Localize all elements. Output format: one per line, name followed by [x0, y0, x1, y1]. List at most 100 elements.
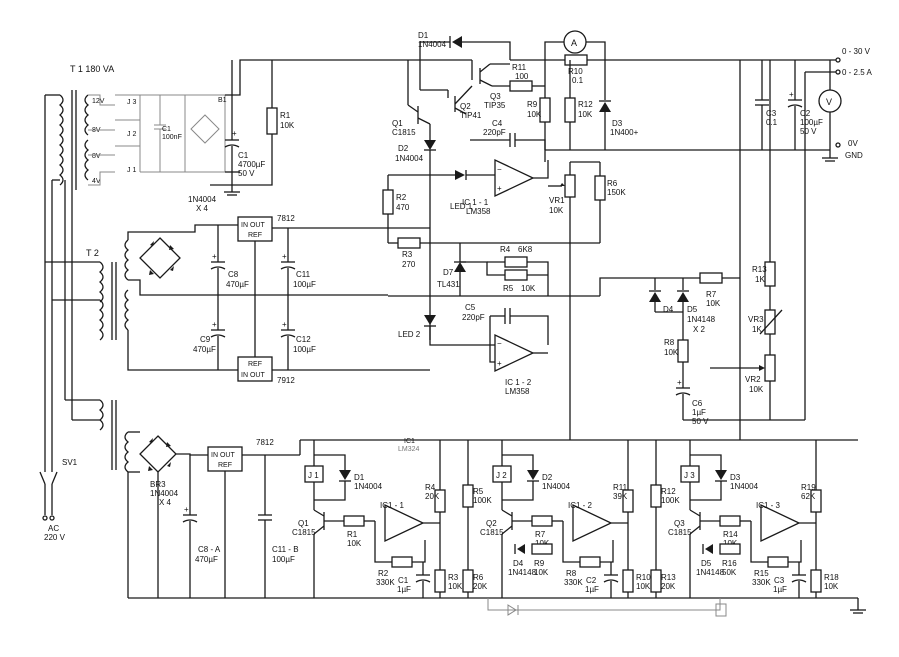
r6-label: R6 [607, 179, 618, 188]
tap-12v: 12V [92, 98, 105, 105]
c11b-value: 100µF [272, 555, 295, 564]
relay-diode-label: D2 [542, 473, 553, 482]
divider-resistor-c-label: R10 [636, 573, 651, 582]
r4-value: 6K8 [518, 245, 533, 254]
comparator [760, 503, 801, 543]
base-resistor-value: 10K [347, 539, 362, 548]
tap-8v-b: 8V [92, 153, 101, 160]
c11-label: C11 [296, 270, 311, 279]
divider-resistor-a-value: 62K [801, 492, 816, 501]
extra-diode-label: D4 [513, 559, 524, 568]
svg-text:−: − [497, 339, 502, 348]
q3-type: TIP35 [484, 101, 506, 110]
relay-diode-label: D1 [354, 473, 365, 482]
c1-main-label: C1 [238, 151, 249, 160]
q2-label: Q2 [460, 102, 471, 111]
feedback-resistor-value: 330K [564, 578, 583, 587]
r5-label: R5 [503, 284, 514, 293]
tap-4v: 4V [92, 178, 101, 185]
d2-type: 1N4004 [395, 154, 424, 163]
relay-label: J 3 [684, 471, 695, 480]
c3-label: C3 [766, 109, 777, 118]
bridge-diode-count: X 4 [196, 204, 209, 213]
c8-value: 470µF [226, 280, 249, 289]
divider-resistor-b-value: 100K [473, 496, 492, 505]
relay-ic-name: IC1 [404, 438, 415, 445]
divider-resistor-c-label: R18 [824, 573, 839, 582]
relay-contact-j2: J 2 [127, 131, 136, 138]
output-zero: 0V [848, 139, 858, 148]
divider-resistor-d [650, 569, 662, 593]
reg-top-ref: REF [248, 232, 262, 239]
svg-text:+: + [232, 129, 237, 138]
ic1-2-label: IC 1 - 2 [505, 378, 532, 387]
cap-label: C2 [586, 576, 597, 585]
ac-voltage: 220 V [44, 533, 66, 542]
svg-text:+: + [184, 505, 189, 514]
divider-resistor-b [650, 484, 662, 508]
base-resistor [343, 515, 365, 527]
c6-voltage: 50 V [692, 417, 709, 426]
switch-label: SV1 [62, 458, 78, 467]
c8a-label: C8 - A [198, 545, 221, 554]
reg-top-name: 7812 [277, 214, 295, 223]
feedback-resistor [391, 556, 413, 568]
relay-label: J 1 [308, 471, 319, 480]
output-voltage-range: 0 - 30 V [842, 47, 871, 56]
divider-resistor-d-label: R13 [661, 573, 676, 582]
r1-main-value: 10K [280, 121, 295, 130]
divider-resistor-a-label: R19 [801, 483, 816, 492]
bridge-b1-label: B1 [218, 97, 227, 104]
r3-label: R3 [402, 250, 413, 259]
relay-stage-2: J 2D21N4004Q2C1815R710KIC1 - 2R8330KC21µ… [480, 440, 680, 598]
svg-text:+: + [497, 184, 502, 193]
relay-board: BR3 1N4004 X 4 IN OUT REF 7812 IC1 LM324… [98, 399, 866, 617]
feedback-resistor-label: R15 [754, 569, 769, 578]
divider-resistor-b-label: R5 [473, 487, 484, 496]
c1-main-value: 4700µF [238, 160, 265, 169]
cap-value: 1µF [773, 585, 787, 594]
br3-type: 1N4004 [150, 489, 179, 498]
d3-type: 1N400+ [610, 128, 639, 137]
divider-resistor-c-label: R3 [448, 573, 459, 582]
r2-value: 470 [396, 203, 410, 212]
relay-transistor-type: C1815 [668, 528, 692, 537]
cap-value: 1µF [585, 585, 599, 594]
ammeter-symbol: A [571, 38, 577, 48]
relay-transistor-label: Q2 [486, 519, 497, 528]
divider-resistor-b-value: 100K [661, 496, 680, 505]
d5-label: D5 [687, 305, 698, 314]
c2-voltage: 50 V [800, 127, 817, 136]
d5-type: 1N4148 [687, 315, 716, 324]
c1-small-value: 100nF [162, 134, 182, 141]
aux-transformer-label: T 2 [86, 248, 99, 258]
c12-label: C12 [296, 335, 311, 344]
vr2-label: VR2 [745, 375, 761, 384]
divider-resistor-d-value: 20K [473, 582, 488, 591]
led2-label: LED 2 [398, 330, 421, 339]
c4-value: 220pF [483, 128, 506, 137]
relay-diode-type: 1N4004 [730, 482, 759, 491]
voltmeter-symbol: V [826, 97, 832, 107]
r12-label: R12 [578, 100, 593, 109]
c12-value: 100µF [293, 345, 316, 354]
r1-main-label: R1 [280, 111, 291, 120]
comparator-label: IC1 - 2 [568, 501, 593, 510]
q1-type: C1815 [392, 128, 416, 137]
divider-resistor-a-label: R4 [425, 483, 436, 492]
svg-text:+: + [282, 252, 287, 261]
divider-resistor-c [434, 569, 446, 593]
c6-label: C6 [692, 399, 703, 408]
extra-resistor-value: 50K [722, 568, 737, 577]
q2-type: TIP41 [460, 111, 482, 120]
output-gnd: GND [845, 151, 863, 160]
comparator-label: IC1 - 1 [380, 501, 405, 510]
divider-resistor-a-value: 39K [613, 492, 628, 501]
relay-contact-j3: J 3 [127, 99, 136, 106]
r4-label: R4 [500, 245, 511, 254]
r9-label: R9 [527, 100, 538, 109]
relay-contact-j1: J 1 [127, 167, 136, 174]
c9-label: C9 [200, 335, 211, 344]
